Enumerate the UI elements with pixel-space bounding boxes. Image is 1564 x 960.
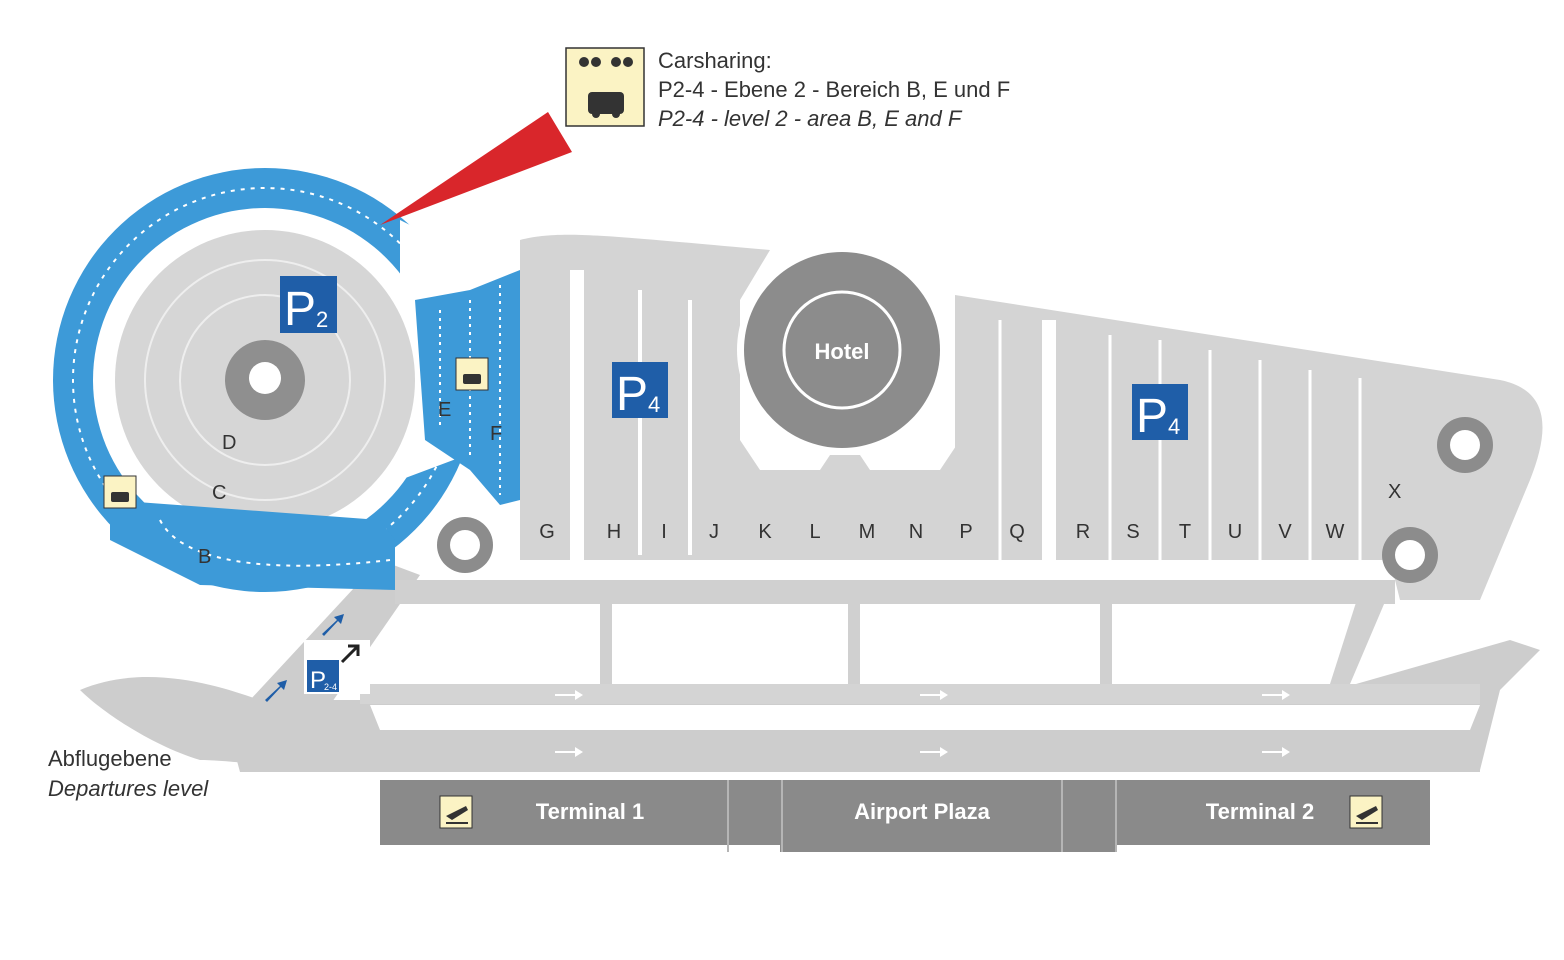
legend-line-de: P2-4 - Ebene 2 - Bereich B, E und F bbox=[658, 77, 1011, 102]
legend-line-en: P2-4 - level 2 - area B, E and F bbox=[658, 106, 962, 131]
area-w: W bbox=[1326, 521, 1345, 543]
terminal-1-label: Terminal 1 bbox=[536, 799, 644, 824]
area-h: H bbox=[607, 521, 621, 543]
svg-text:2-4: 2-4 bbox=[324, 682, 337, 692]
svg-text:2: 2 bbox=[316, 307, 328, 332]
hotel-label: Hotel bbox=[815, 339, 870, 364]
area-n: N bbox=[909, 521, 923, 543]
area-b: B bbox=[198, 546, 211, 568]
svg-text:P: P bbox=[616, 368, 648, 421]
area-p: P bbox=[959, 521, 972, 543]
p4-left-sign: P 4 bbox=[612, 362, 668, 421]
carsharing-icon-e bbox=[455, 357, 489, 391]
area-s: S bbox=[1126, 521, 1139, 543]
svg-text:P: P bbox=[1136, 390, 1168, 443]
area-g: G bbox=[539, 521, 555, 543]
area-q: Q bbox=[1009, 521, 1025, 543]
departures-en: Departures level bbox=[48, 776, 209, 801]
area-m: M bbox=[859, 521, 876, 543]
area-e: E bbox=[438, 399, 451, 421]
p4-right-sign: P 4 bbox=[1132, 384, 1188, 443]
area-c: C bbox=[212, 482, 226, 504]
hotel-building bbox=[744, 252, 940, 448]
carsharing-icon bbox=[565, 47, 645, 127]
service-road bbox=[395, 580, 1395, 604]
area-f: F bbox=[490, 423, 502, 445]
p2-sign: P 2 bbox=[280, 276, 337, 336]
area-u: U bbox=[1228, 521, 1242, 543]
departures-level-label: Abflugebene Departures level bbox=[48, 744, 208, 804]
departures-road-lower bbox=[230, 735, 1480, 772]
svg-text:4: 4 bbox=[648, 392, 660, 417]
area-l: L bbox=[809, 521, 820, 543]
airport-plaza-label: Airport Plaza bbox=[854, 799, 990, 824]
svg-text:P: P bbox=[284, 283, 316, 336]
terminal-building bbox=[380, 780, 1430, 852]
svg-text:P: P bbox=[310, 667, 326, 694]
carsharing-pointer bbox=[380, 112, 572, 225]
p4-mid-block bbox=[740, 440, 960, 560]
area-i: I bbox=[661, 521, 667, 543]
p4-right-block bbox=[955, 295, 1543, 600]
airplane-icon-t1 bbox=[439, 795, 473, 829]
access-ramp bbox=[250, 560, 420, 705]
carsharing-icon-p2 bbox=[103, 475, 137, 509]
departures-de: Abflugebene bbox=[48, 746, 172, 771]
svg-text:4: 4 bbox=[1168, 414, 1180, 439]
area-d: D bbox=[222, 432, 236, 454]
airplane-icon-t2 bbox=[1349, 795, 1383, 829]
legend-title: Carsharing: bbox=[658, 48, 772, 73]
area-k: K bbox=[758, 521, 772, 543]
area-v: V bbox=[1278, 521, 1292, 543]
terminal-2-label: Terminal 2 bbox=[1206, 799, 1314, 824]
p2-4-entrance-sign: P 2-4 bbox=[304, 640, 370, 694]
area-t: T bbox=[1179, 521, 1191, 543]
area-j: J bbox=[709, 521, 719, 543]
carsharing-legend: Carsharing: P2-4 - Ebene 2 - Bereich B, … bbox=[658, 46, 1010, 133]
area-r: R bbox=[1076, 521, 1090, 543]
area-x: X bbox=[1388, 481, 1401, 503]
